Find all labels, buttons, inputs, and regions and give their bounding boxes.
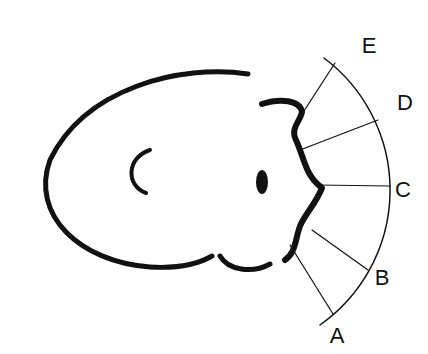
ear (131, 150, 150, 193)
callout-letter: C (395, 179, 411, 201)
jaw-line (220, 256, 270, 270)
callout-letter: B (375, 267, 390, 289)
callout-letter: E (362, 35, 377, 57)
head-outline (46, 72, 248, 268)
scale-rays (290, 63, 390, 314)
callout-letter: D (397, 92, 413, 114)
scale-arc (320, 58, 390, 325)
eye (256, 170, 268, 194)
face-profile (262, 101, 322, 260)
callout-letter: A (330, 325, 345, 347)
